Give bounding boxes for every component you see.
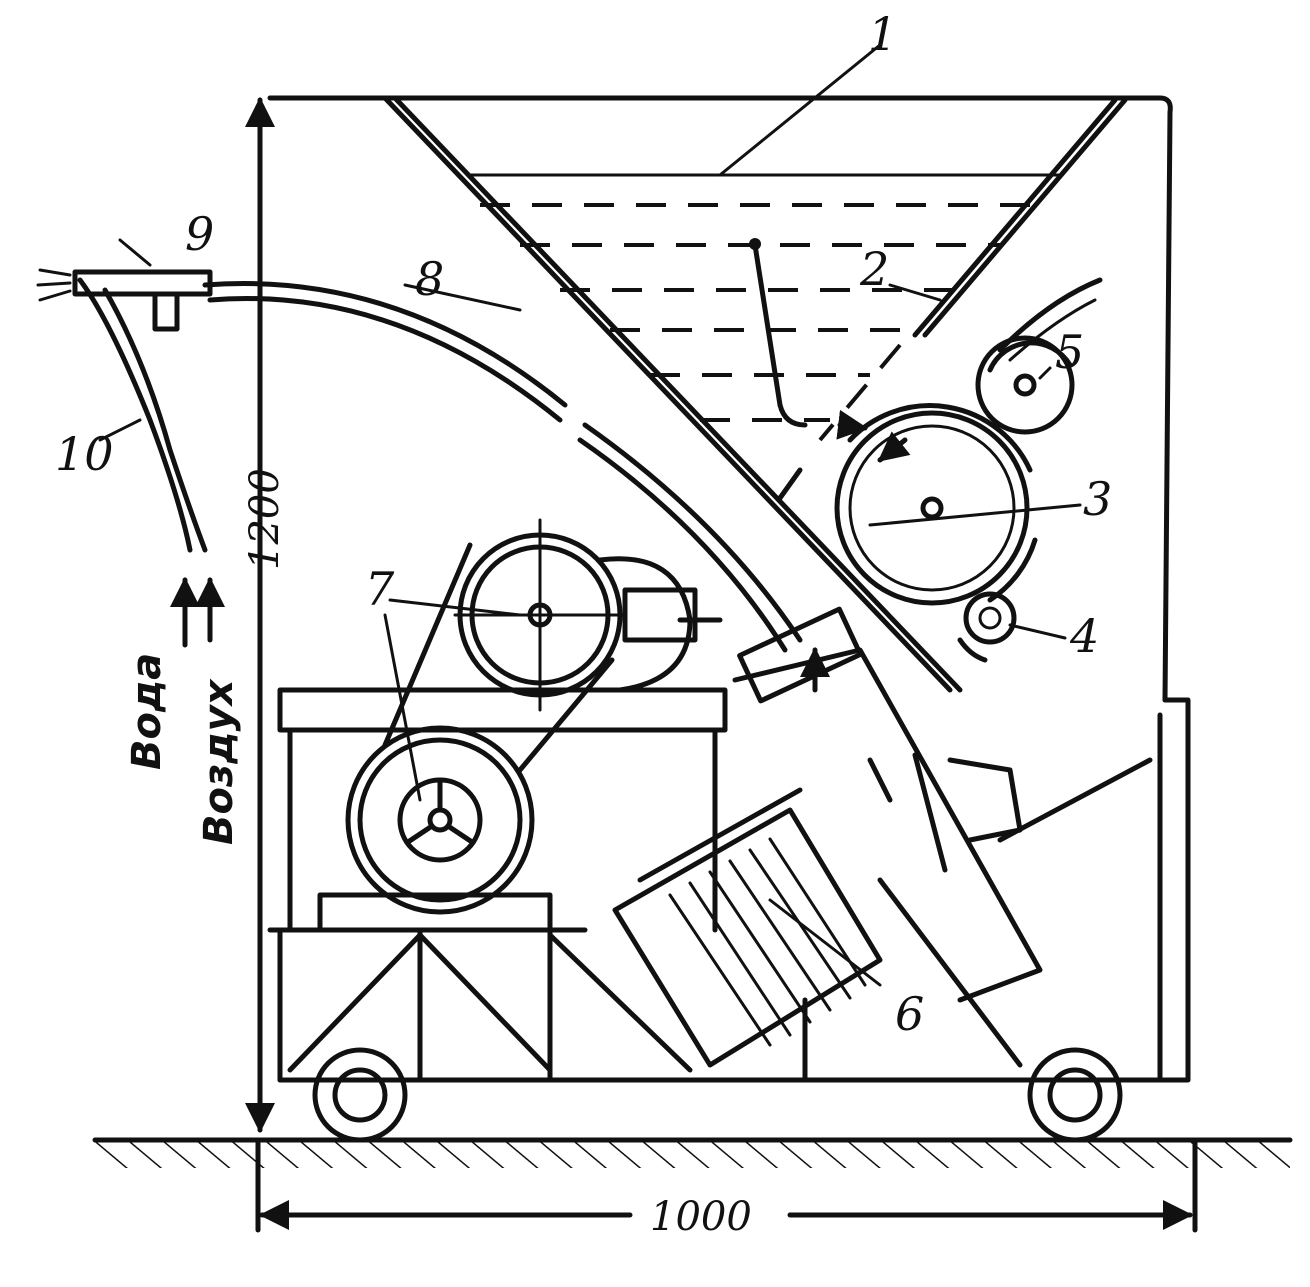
label-3: 3 <box>1083 472 1112 526</box>
pulley-large <box>317 725 553 933</box>
air-label: Воздух <box>196 678 242 845</box>
ground <box>92 1137 1293 1168</box>
belt <box>382 542 615 773</box>
drum-3 <box>834 403 1038 606</box>
machine-housing <box>267 95 1191 1083</box>
hose-8 <box>202 281 803 653</box>
dimension-height-label: 1200 <box>242 468 288 570</box>
roller-5 <box>975 277 1103 435</box>
wheel-right <box>1027 1047 1123 1143</box>
label-9: 9 <box>185 207 214 261</box>
pump-6 <box>612 606 1153 1068</box>
label-6: 6 <box>895 987 924 1041</box>
label-8: 8 <box>415 252 444 306</box>
roller-4 <box>957 591 1017 663</box>
label-10: 10 <box>55 427 114 481</box>
label-5: 5 <box>1055 325 1084 379</box>
dimension-width-label: 1000 <box>650 1194 752 1240</box>
input-arrows <box>170 577 225 648</box>
wheel-left <box>312 1047 408 1143</box>
spray-gun-9 <box>36 268 213 553</box>
label-7: 7 <box>365 562 395 616</box>
dimension-width <box>255 1137 1198 1233</box>
label-2: 2 <box>859 242 889 296</box>
label-1: 1 <box>868 7 897 61</box>
label-4: 4 <box>1069 609 1099 663</box>
hopper-1 <box>382 95 1128 693</box>
leader-lines <box>98 43 1082 987</box>
water-label: Вода <box>124 653 170 770</box>
motor-7 <box>453 518 723 712</box>
